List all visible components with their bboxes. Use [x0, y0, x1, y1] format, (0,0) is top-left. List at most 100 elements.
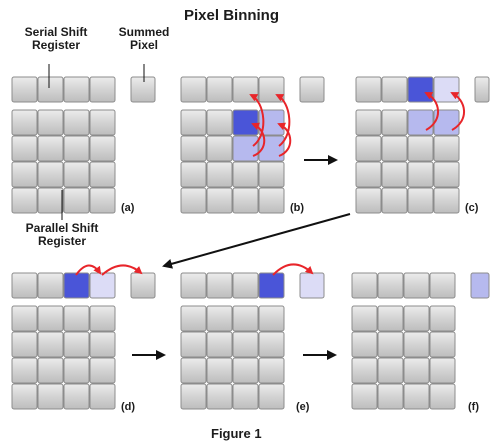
panel-f-parallel-cell	[403, 383, 430, 410]
panel-c-parallel-cell	[407, 161, 434, 188]
panel-a-parallel-cell	[63, 187, 90, 214]
panel-c-parallel-cell	[355, 135, 382, 162]
panel-b-parallel-cell	[206, 187, 233, 214]
panel-f-parallel-cell	[377, 357, 404, 384]
panel-d-parallel-cell	[89, 383, 116, 410]
panel-f-parallel-cell	[403, 331, 430, 358]
panel-c-parallel-cell	[433, 161, 460, 188]
panel-c-serial-cell	[381, 76, 408, 103]
panel-d-parallel-cell	[89, 331, 116, 358]
panel-b-parallel-cell	[232, 135, 259, 162]
panel-f-serial-cell	[377, 272, 404, 299]
panel-e-parallel-cell	[232, 331, 259, 358]
panel-a-parallel-cell	[63, 135, 90, 162]
panel-d-serial-cell	[37, 272, 64, 299]
serial-shift-register-label: Serial Shift Register	[16, 26, 96, 52]
panel-e-shift-arrow	[272, 263, 314, 276]
panel-b-summed-pixel	[299, 76, 325, 103]
panel-c-parallel-cell	[355, 187, 382, 214]
panel-e-parallel-cell	[232, 305, 259, 332]
panel-c-parallel-cell	[381, 161, 408, 188]
panel-d-summed-pixel	[130, 272, 156, 299]
panel-a-serial-cell	[63, 76, 90, 103]
panel-e-parallel-cell	[180, 383, 207, 410]
panel-f-serial-cell	[403, 272, 430, 299]
panel-d-parallel-cell	[11, 383, 38, 410]
panel-b-parallel-cell	[206, 135, 233, 162]
panel-label-c: (c)	[465, 202, 479, 214]
panel-a-parallel-cell	[89, 187, 116, 214]
panel-label-b: (b)	[290, 202, 305, 214]
panel-c-serial-cell	[355, 76, 382, 103]
panel-d-shift-arrow	[101, 264, 143, 276]
panel-e-parallel-cell	[180, 331, 207, 358]
panel-a-parallel-cell	[89, 135, 116, 162]
panel-b-parallel-cell	[232, 109, 259, 136]
panel-f-parallel-cell	[429, 305, 456, 332]
panel-e-parallel-cell	[258, 357, 285, 384]
panel-d-parallel-cell	[37, 305, 64, 332]
panel-b-shift-arrow	[251, 122, 266, 157]
panel-a-parallel-cell	[11, 161, 38, 188]
panel-f-parallel-cell	[351, 383, 378, 410]
panel-a-parallel-cell	[37, 109, 64, 136]
panel-label-d: (d)	[121, 401, 136, 413]
panel-f-parallel-cell	[429, 383, 456, 410]
panel-b-parallel-cell	[232, 161, 259, 188]
panel-e-parallel-cell	[180, 357, 207, 384]
panel-d-parallel-cell	[37, 357, 64, 384]
panel-d-shift-arrow	[75, 264, 102, 276]
panel-c-serial-cell	[407, 76, 434, 103]
panel-f-serial-cell	[429, 272, 456, 299]
panel-label-f: (f)	[468, 401, 479, 413]
summed-pixel-label-line1: Summed	[118, 25, 170, 39]
panel-c-parallel-cell	[433, 135, 460, 162]
panel-a-parallel-cell	[63, 109, 90, 136]
panel-e-parallel-cell	[232, 357, 259, 384]
panel-f-parallel-cell	[403, 305, 430, 332]
panel-e-parallel-cell	[206, 331, 233, 358]
panel-b-parallel-cell	[180, 187, 207, 214]
serial-shift-register-label-line2: Register	[31, 38, 81, 52]
panel-b-shift-arrow	[277, 122, 292, 157]
panel-f-parallel-cell	[351, 331, 378, 358]
panel-f-parallel-cell	[351, 357, 378, 384]
panel-a-serial-cell	[89, 76, 116, 103]
panel-f-parallel-cell	[429, 357, 456, 384]
parallel-shift-register-label: Parallel Shift Register	[14, 222, 110, 248]
panel-e-parallel-cell	[232, 383, 259, 410]
panel-e-serial-cell	[206, 272, 233, 299]
panel-d-parallel-cell	[11, 357, 38, 384]
parallel-shift-register-label-line2: Register	[37, 234, 87, 248]
panel-c-shift-arrow	[424, 92, 439, 131]
panel-a-parallel-cell	[37, 161, 64, 188]
panel-b-parallel-cell	[180, 109, 207, 136]
panel-b-parallel-cell	[180, 161, 207, 188]
panel-d-parallel-cell	[37, 383, 64, 410]
panel-b-parallel-cell	[258, 187, 285, 214]
panel-c-parallel-cell	[407, 135, 434, 162]
panel-a-parallel-cell	[37, 135, 64, 162]
panel-label-e: (e)	[296, 401, 310, 413]
panel-d-parallel-cell	[89, 305, 116, 332]
panel-c-parallel-cell	[381, 187, 408, 214]
panel-d-parallel-cell	[63, 331, 90, 358]
panel-e-serial-cell	[232, 272, 259, 299]
panel-b-serial-cell	[180, 76, 207, 103]
panel-f-parallel-cell	[403, 357, 430, 384]
panel-e-serial-cell	[180, 272, 207, 299]
panel-c-parallel-cell	[381, 109, 408, 136]
panel-f-serial-cell	[351, 272, 378, 299]
panel-c-serial-cell	[433, 76, 460, 103]
panel-a-parallel-cell	[11, 187, 38, 214]
panel-a-parallel-cell	[89, 109, 116, 136]
panel-c-parallel-cell	[355, 109, 382, 136]
panel-b-parallel-cell	[232, 187, 259, 214]
serial-shift-register-label-line1: Serial Shift	[24, 25, 88, 39]
panel-e-parallel-cell	[180, 305, 207, 332]
panel-b-parallel-cell	[206, 109, 233, 136]
panel-e-serial-cell	[258, 272, 285, 299]
panel-a-serial-cell	[37, 76, 64, 103]
panel-a-parallel-cell	[11, 135, 38, 162]
